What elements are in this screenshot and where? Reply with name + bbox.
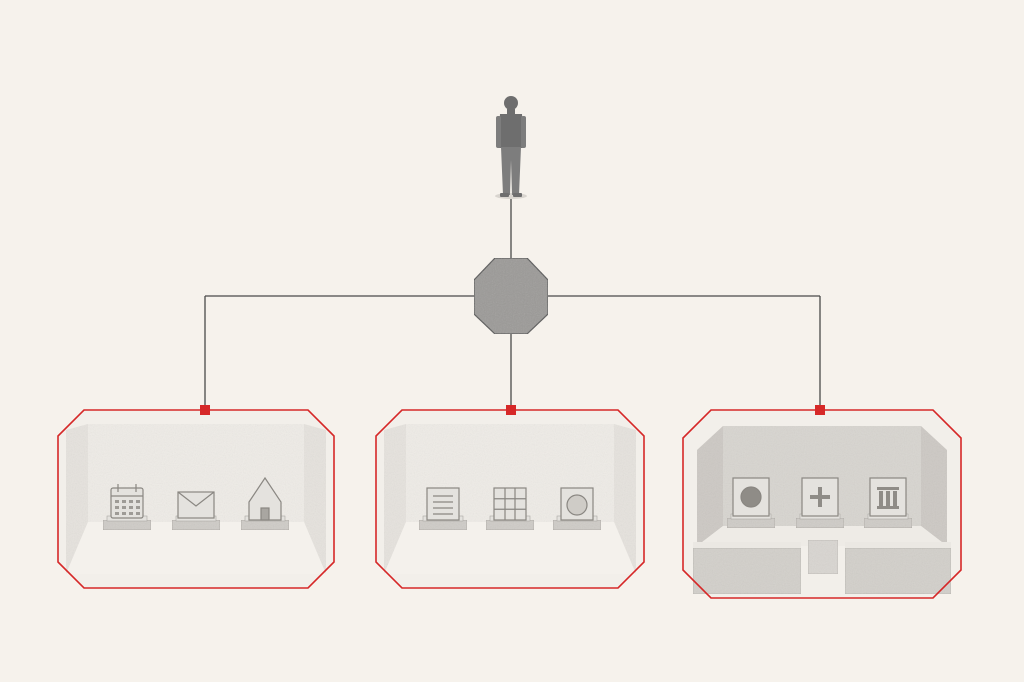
pedestal <box>171 519 221 531</box>
calendar-icon <box>102 484 152 531</box>
octagon-hub-icon <box>473 257 549 335</box>
doorway-block <box>807 539 839 575</box>
standing-person-icon <box>495 96 527 199</box>
house-icon <box>240 476 290 531</box>
pedestal <box>102 519 152 531</box>
pedestal <box>418 519 468 531</box>
grid-icon <box>485 487 535 531</box>
connectors <box>204 196 821 405</box>
right-room-outline <box>682 409 962 599</box>
middle-room <box>375 405 645 589</box>
right-room <box>682 405 962 599</box>
columns-icon <box>863 477 913 529</box>
middle-room-outline <box>375 409 645 589</box>
pedestal <box>240 519 290 531</box>
circle-icon <box>552 487 602 531</box>
pedestal <box>795 517 845 529</box>
left-room <box>57 405 335 589</box>
left-room-marker <box>200 405 210 415</box>
document-lines-icon <box>418 487 468 531</box>
plus-icon <box>795 477 845 529</box>
pie-chart-icon <box>726 477 776 529</box>
pedestal <box>485 519 535 531</box>
pedestal <box>552 519 602 531</box>
pedestal <box>726 517 776 529</box>
right-room-marker <box>815 405 825 415</box>
middle-room-marker <box>506 405 516 415</box>
groups <box>57 405 962 599</box>
envelope-icon <box>171 491 221 531</box>
left-room-outline <box>57 409 335 589</box>
pedestal <box>863 517 913 529</box>
